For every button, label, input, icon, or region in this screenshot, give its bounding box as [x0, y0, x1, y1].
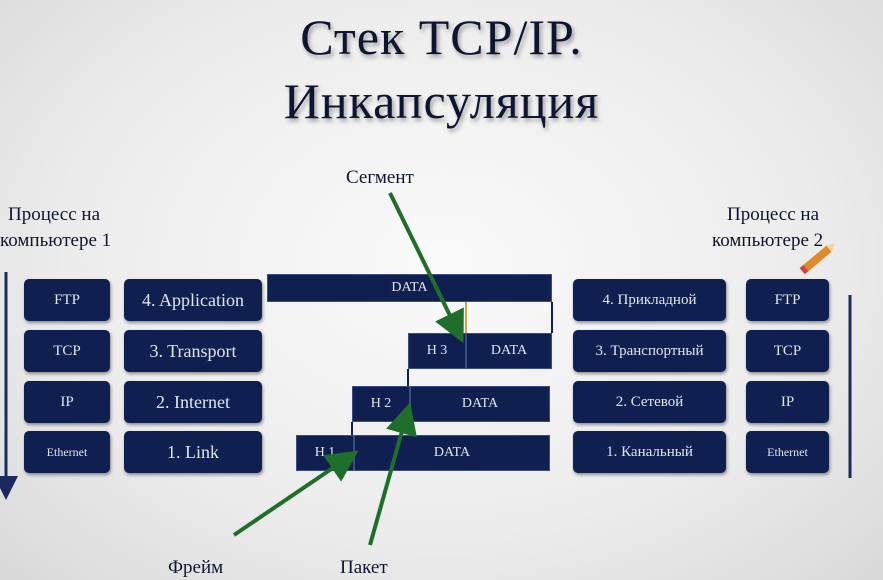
computer1-label-line2: компьютере 1: [0, 230, 112, 251]
frame-arrow: [232, 450, 359, 537]
c2-protocol-ftp: FTP: [746, 279, 829, 321]
c1-layer-transport: 3. Transport: [124, 330, 262, 372]
callout-segment-label: Сегмент: [346, 167, 414, 188]
segment-arrow: [388, 192, 464, 344]
c1-layer-internet: 2. Internet: [124, 381, 262, 423]
c2-layer-internet: 2. Сетевой: [573, 381, 726, 423]
enc-internet-data: DATA: [410, 386, 550, 422]
enc-link-data: DATA: [354, 435, 550, 471]
callout-frame-label: Фрейм: [168, 557, 224, 578]
c2-layer-application: 4. Прикладной: [573, 279, 726, 321]
enc-application-data: DATA: [267, 274, 552, 302]
c2-layer-transport: 3. Транспортный: [573, 330, 726, 372]
title-line-1: Стек TCP/IP.: [300, 9, 583, 65]
c1-protocol-ip: IP: [24, 381, 110, 423]
c1-protocol-tcp: TCP: [24, 330, 110, 372]
computer1-label-line1: Процесс на: [8, 204, 101, 225]
c2-protocol-tcp: TCP: [746, 330, 829, 372]
c2-protocol-ip: IP: [746, 381, 829, 423]
computer2-label-line1: Процесс на: [727, 204, 820, 225]
c2-protocol-ethernet: Ethernet: [746, 431, 829, 473]
c2-layer-link: 1. Канальный: [573, 431, 726, 473]
c1-protocol-ethernet: Ethernet: [24, 431, 110, 473]
c1-layer-application: 4. Application: [124, 279, 262, 321]
computer2-label-line2: компьютере 2: [712, 230, 824, 251]
enc-transport-data: DATA: [466, 333, 552, 369]
callout-packet-label: Пакет: [340, 557, 388, 578]
c1-protocol-ftp: FTP: [24, 279, 110, 321]
title-line-2: Инкапсуляция: [283, 73, 600, 129]
packet-arrow: [368, 402, 417, 546]
c1-layer-link: 1. Link: [124, 431, 262, 473]
